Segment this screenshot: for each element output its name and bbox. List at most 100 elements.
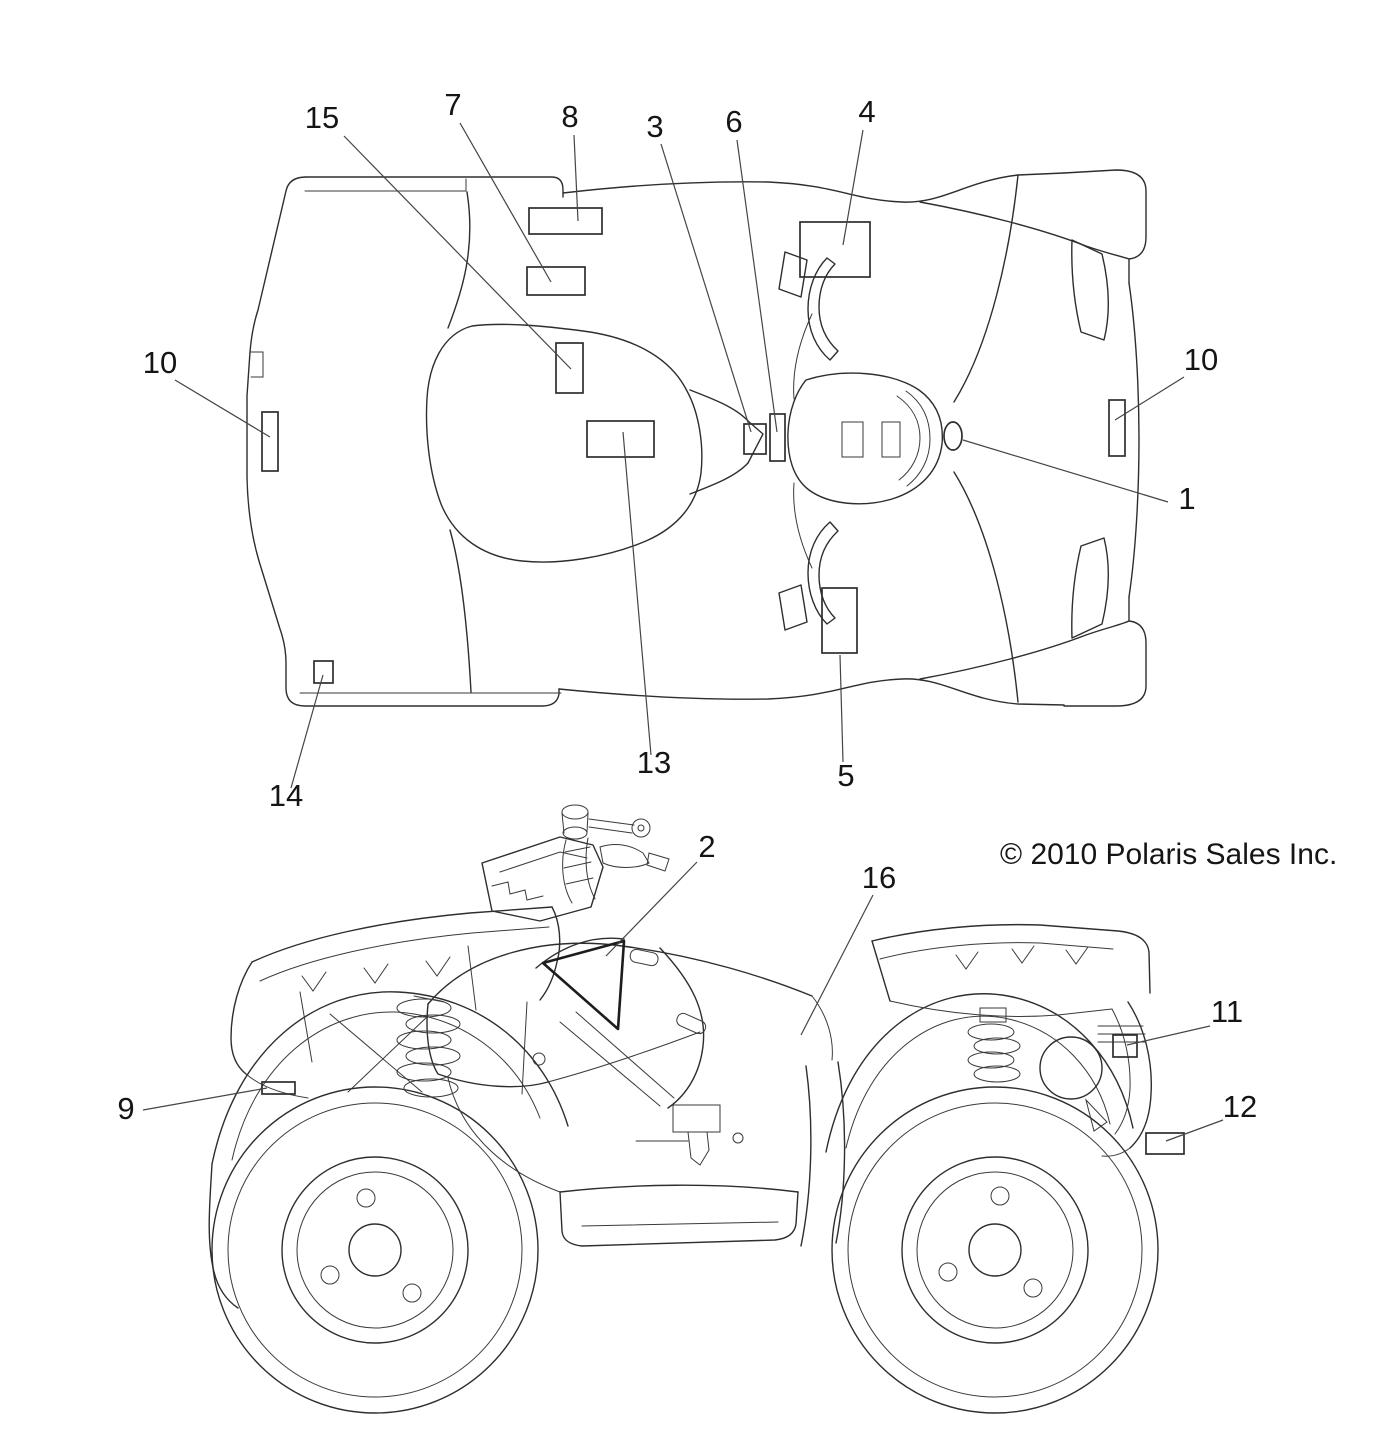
- callouts: 1 2 3 4 5 6 7 8: [117, 87, 1257, 1142]
- callout-10-left-label: 10: [143, 345, 177, 380]
- front-rack-slot-top: [1071, 239, 1110, 341]
- front-rack-rail-inner: [879, 942, 1114, 960]
- rear-rim-inner: [296, 1171, 454, 1329]
- running-board-top: [559, 1184, 799, 1193]
- pod-switch-right: [881, 421, 901, 458]
- callout-4-label: 4: [858, 94, 875, 129]
- front-shock-spring: [967, 1007, 1021, 1083]
- callout-9-label: 9: [117, 1091, 134, 1126]
- rear-lug-1: [356, 1188, 376, 1208]
- callout-6-label: 6: [725, 104, 742, 139]
- callout-12: 12: [1165, 1089, 1257, 1142]
- callout-2-label: 2: [698, 829, 715, 864]
- decal-5-marker: [821, 587, 858, 654]
- handlebar-pod-outline: [787, 372, 944, 505]
- bumper-outer: [1127, 1001, 1153, 1149]
- callout-12-leader: [1165, 1119, 1224, 1142]
- front-rack-right-edge: [1128, 282, 1140, 598]
- body-vee-point: [747, 420, 764, 464]
- front-wheel: [831, 1086, 1159, 1414]
- front-lug-2: [938, 1262, 958, 1282]
- front-rack-bottom-pod: [1063, 596, 1147, 707]
- running-board-inner: [581, 1221, 779, 1227]
- rear-tire-outer: [211, 1086, 539, 1414]
- seat-base-line: [547, 1031, 701, 1083]
- front-lug-1: [990, 1186, 1010, 1206]
- steering-stem: [562, 837, 596, 904]
- dash-pod: [481, 836, 604, 922]
- panel-slot-lower: [676, 1012, 707, 1035]
- callout-1-leader: [962, 439, 1169, 503]
- front-rack-teeth: [955, 945, 1089, 970]
- callout-5: 5: [837, 654, 855, 793]
- callout-10-left: 10: [143, 345, 271, 438]
- top-view-drawing: [246, 169, 1147, 707]
- callout-12-label: 12: [1223, 1089, 1257, 1124]
- bumper-inner: [1111, 1008, 1131, 1135]
- body-seam-lower: [449, 529, 472, 693]
- callout-14-label: 14: [269, 778, 303, 813]
- seat-top-line: [427, 942, 813, 1005]
- rear-mud-flap: [208, 1163, 239, 1309]
- mirror-knob-top: [561, 804, 589, 820]
- rear-rack-supports: [299, 945, 477, 1063]
- callout-8: 8: [561, 99, 579, 222]
- callout-9: 9: [117, 1087, 268, 1126]
- front-fender-arch-inner: [845, 1015, 1111, 1149]
- cable-top: [793, 313, 813, 400]
- rear-wheel: [211, 1086, 539, 1414]
- rear-lug-3: [402, 1283, 422, 1303]
- front-rack-slot-bottom: [1071, 537, 1110, 639]
- windshield-arcs: [896, 390, 931, 487]
- front-lug-3: [1023, 1278, 1043, 1298]
- callout-11-leader: [1126, 1025, 1211, 1046]
- seat-outline: [425, 323, 703, 563]
- callout-13-leader: [622, 431, 652, 756]
- body-seam-upper: [447, 191, 471, 329]
- decal-9-marker: [261, 1081, 296, 1095]
- rear-rack-front-drop: [539, 906, 561, 1001]
- frame-struts: [559, 1011, 675, 1107]
- headlight: [1039, 1036, 1103, 1100]
- body-edge-bottom: [558, 678, 1065, 706]
- front-rack-top-pod: [1063, 169, 1147, 284]
- rear-lug-2: [320, 1265, 340, 1285]
- front-rim-outer: [901, 1156, 1089, 1344]
- decal-15-marker: [555, 342, 584, 394]
- callout-6: 6: [725, 104, 778, 433]
- front-crease-bottom: [953, 471, 1019, 703]
- callout-1: 1: [962, 439, 1196, 516]
- callout-15: 15: [305, 100, 572, 370]
- callout-2: 2: [605, 829, 716, 957]
- rear-shock-spring: [396, 995, 461, 1098]
- cable-bottom: [793, 482, 813, 569]
- callout-16-leader: [800, 894, 874, 1036]
- fender-front-edge-drop: [447, 1077, 561, 1193]
- decal-12-marker: [1145, 1132, 1185, 1155]
- grip-stub: [646, 852, 670, 872]
- front-fender-band-left: [800, 1065, 812, 1247]
- dash-inner-line: [499, 851, 588, 873]
- tank-seam-bottom: [689, 462, 749, 495]
- rear-rack-rail-inner: [259, 926, 550, 982]
- front-hub: [968, 1223, 1022, 1277]
- pod-switch-left: [841, 421, 864, 458]
- throttle-lever: [599, 844, 650, 868]
- rear-rack-teeth: [301, 956, 451, 992]
- callout-3-leader: [660, 143, 752, 433]
- callout-15-label: 15: [305, 100, 339, 135]
- front-fender-arch: [825, 993, 1134, 1153]
- decal-14-marker: [313, 660, 334, 684]
- mirror-knob-bottom: [562, 826, 588, 840]
- callout-14: 14: [269, 674, 324, 813]
- bumper-hatch-lines: [1097, 1025, 1147, 1043]
- handlebar-assembly: [481, 804, 670, 922]
- decal-11-marker: [1112, 1034, 1138, 1058]
- callout-4: 4: [842, 94, 876, 246]
- callout-13-label: 13: [637, 745, 671, 780]
- decal-10-right-marker: [1108, 399, 1126, 457]
- rear-body-under-rack: [245, 1073, 309, 1099]
- bumper-foot: [1101, 1147, 1131, 1157]
